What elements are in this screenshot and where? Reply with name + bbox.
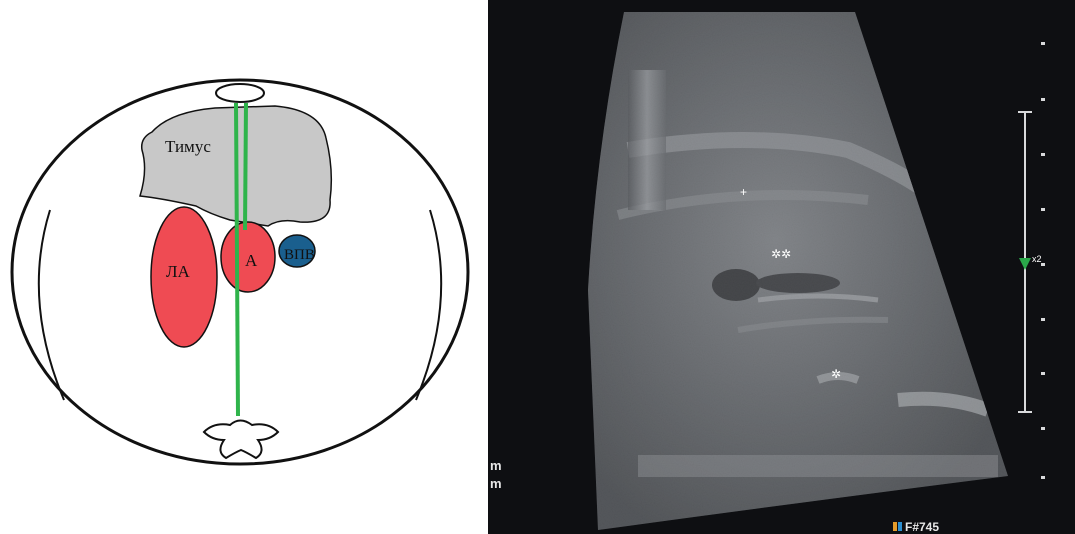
anatomy-diagram: Тимус ЛА А ВПВ (0, 0, 480, 534)
thymus-label: Тимус (165, 137, 211, 156)
frame-label: F#745 (905, 520, 939, 534)
left-edge-text-1: m (490, 458, 502, 473)
measure-marker-3: ✲ (831, 367, 841, 381)
ultrasound-image: + ✲✲ ✲ x2 m m F#745 (488, 0, 1075, 534)
sternum (216, 84, 264, 102)
aorta-label: А (245, 251, 258, 270)
measure-marker-2: ✲✲ (771, 247, 791, 261)
left-edge-text-2: m (490, 476, 502, 491)
frame-icon (893, 522, 897, 531)
scale-marker-label: x2 (1032, 254, 1042, 264)
svc-label: ВПВ (284, 247, 315, 263)
sight-line-secondary (245, 103, 246, 230)
pulmonary-artery-label: ЛА (166, 262, 191, 281)
measure-marker-1: + (740, 185, 747, 199)
sight-line (236, 103, 238, 416)
